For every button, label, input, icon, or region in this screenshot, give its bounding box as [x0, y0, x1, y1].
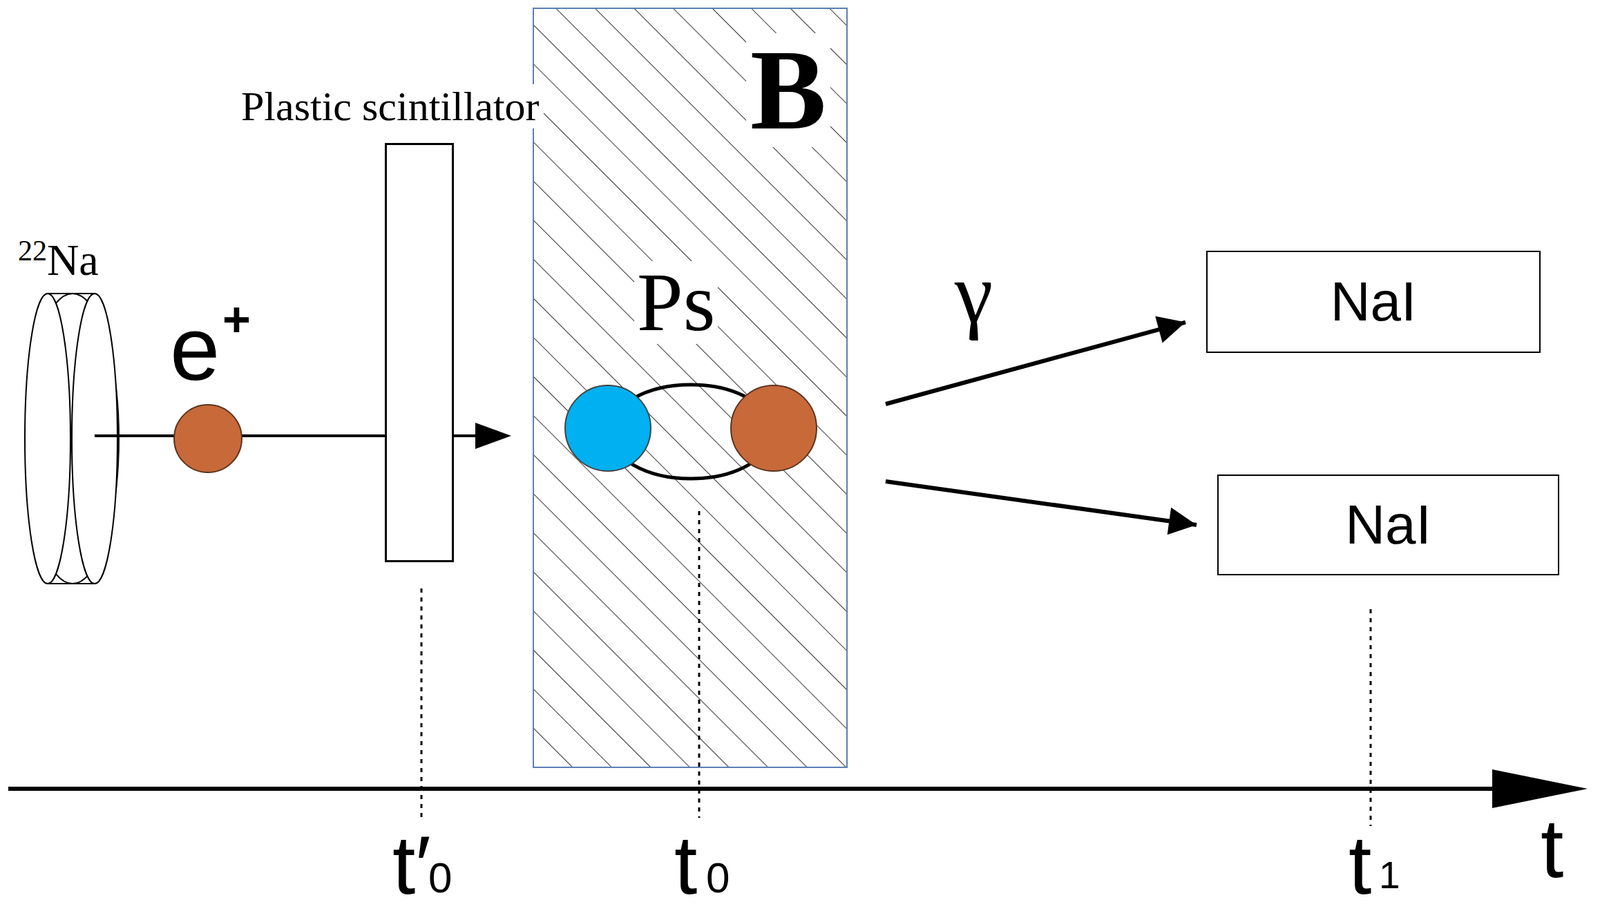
arrow-head — [1492, 769, 1588, 809]
particle-label: e — [169, 303, 220, 394]
time-axis — [8, 786, 1520, 792]
isotope-symbol: Na — [46, 238, 99, 283]
particle-charge: + — [222, 295, 251, 345]
part-name: Plastic scintillator — [236, 84, 544, 129]
field-region: B — [533, 8, 847, 768]
time-subscript: 1 — [1378, 856, 1401, 895]
electron — [565, 385, 651, 472]
time-subscript: 0 — [428, 856, 452, 900]
detector-box: NaI — [1217, 474, 1560, 576]
detector-name: NaI — [1330, 274, 1417, 330]
field-region — [533, 8, 847, 768]
positron — [174, 404, 242, 473]
time-label: t′ — [392, 823, 432, 907]
axis-label: t — [1540, 806, 1564, 890]
source-disk — [24, 293, 119, 584]
detector-box: NaI — [1206, 250, 1541, 354]
particle-label: γ — [954, 250, 993, 337]
gamma-ray-arrow — [885, 322, 1186, 405]
isotope-mass: 22 — [17, 236, 47, 266]
time-label: t — [674, 823, 698, 907]
gamma-ray-arrow — [885, 481, 1197, 526]
field-label: B — [746, 33, 831, 148]
particle-label: Ps — [634, 261, 718, 345]
detector-name: NaI — [1345, 497, 1432, 553]
positron — [730, 385, 817, 472]
time-subscript: 0 — [706, 856, 730, 900]
time-label: t — [1348, 823, 1372, 907]
scintillator-box: Plastic scintillator — [384, 143, 454, 563]
arrow-head — [475, 422, 512, 450]
